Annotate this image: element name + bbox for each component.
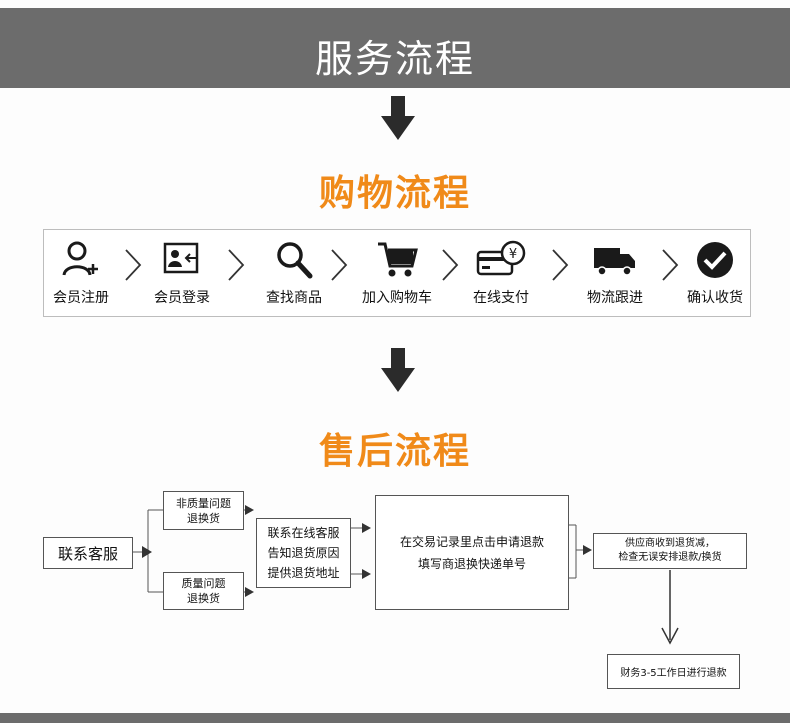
notify-line1: 联系在线客服 (267, 526, 340, 540)
shopping-steps-panel: 会员注册 会员登录 查找商品 (43, 229, 751, 317)
quality-line2: 退换货 (187, 592, 220, 605)
notify-line2: 告知退货原因 (267, 546, 340, 560)
header-bar: 服务流程 (0, 8, 790, 88)
step-payment: ¥ 在线支付 (471, 230, 531, 316)
truck-icon (585, 240, 645, 278)
non-quality-line2: 退换货 (187, 511, 220, 525)
down-arrow-icon (381, 96, 415, 140)
chevron-right-icon (331, 249, 348, 281)
user-add-icon (51, 240, 111, 278)
chevron-right-icon (442, 249, 459, 281)
notify-line3: 提供退货地址 (267, 566, 340, 580)
aftersale-flow-title: 售后流程 (318, 431, 471, 472)
footer-bar (0, 713, 790, 723)
step-label: 物流跟进 (587, 290, 643, 306)
step-label: 查找商品 (266, 290, 322, 306)
supplier-line2: 检查无误安排退款/换货 (618, 552, 722, 563)
step-cart: 加入购物车 (362, 230, 432, 316)
contact-service-box: 联系客服 (43, 537, 133, 569)
chevron-right-icon (125, 249, 142, 281)
step-label: 确认收货 (687, 290, 743, 306)
contact-service-label: 联系客服 (57, 544, 118, 563)
step-label: 加入购物车 (362, 290, 432, 306)
apply-line1: 在交易记录里点击申请退款 (399, 534, 544, 549)
non-quality-return-box: 非质量问题 退换货 (163, 491, 244, 530)
down-arrow-icon (381, 348, 415, 392)
cart-icon (367, 240, 427, 278)
apply-refund-box: 在交易记录里点击申请退款 填写商退换快递单号 (375, 495, 569, 610)
apply-line2: 填写商退换快递单号 (417, 556, 526, 571)
step-label: 会员注册 (53, 290, 109, 306)
supplier-line1: 供应商收到退货减， (625, 538, 715, 549)
finance-refund-box: 财务3-5工作日进行退款 (607, 654, 740, 689)
search-icon (264, 240, 324, 279)
quality-line1: 质量问题 (181, 577, 226, 590)
chevron-right-icon (228, 249, 245, 281)
step-login: 会员登录 (152, 230, 212, 316)
notify-service-box: 联系在线客服 告知退货原因 提供退货地址 (256, 518, 351, 588)
step-label: 在线支付 (473, 290, 529, 306)
step-label: 会员登录 (154, 290, 210, 306)
step-logistics: 物流跟进 (585, 230, 645, 316)
non-quality-line1: 非质量问题 (176, 496, 231, 510)
finance-label: 财务3-5工作日进行退款 (620, 668, 727, 679)
step-register: 会员注册 (51, 230, 111, 316)
check-circle-icon (685, 240, 745, 278)
page-title: 服务流程 (314, 37, 475, 81)
chevron-right-icon (662, 249, 679, 281)
step-confirm: 确认收货 (685, 230, 745, 316)
shopping-flow-title: 购物流程 (318, 173, 471, 214)
yen-card-icon: ¥ (471, 240, 531, 278)
svg-text:¥: ¥ (509, 247, 517, 262)
login-card-icon (152, 240, 212, 278)
chevron-right-icon (552, 249, 569, 281)
step-search: 查找商品 (264, 230, 324, 316)
supplier-check-box: 供应商收到退货减， 检查无误安排退款/换货 (593, 533, 747, 569)
quality-return-box: 质量问题 退换货 (163, 572, 244, 610)
